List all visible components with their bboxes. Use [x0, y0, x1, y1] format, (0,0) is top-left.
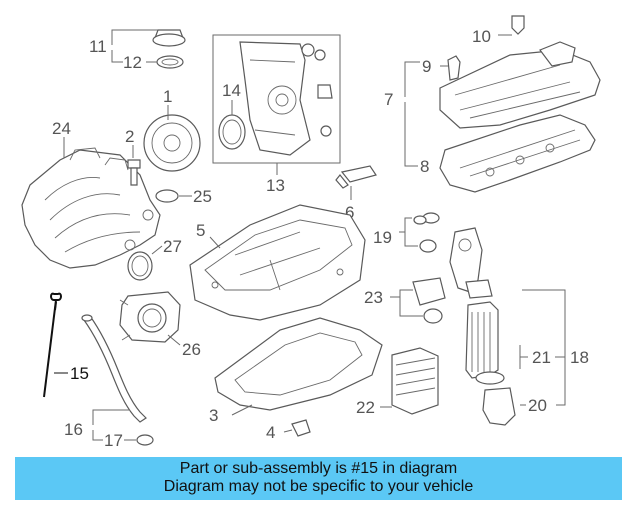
- callout-21: 21: [532, 348, 551, 367]
- callout-7: 7: [384, 90, 393, 109]
- sensor-part-6: [335, 165, 377, 200]
- upper-oil-pan-part: [189, 204, 366, 321]
- oil-cooler-part: [380, 347, 439, 415]
- valve-cover-part: [404, 15, 601, 193]
- info-banner: Part or sub-assembly is #15 in diagram D…: [15, 457, 622, 500]
- callout-27: 27: [163, 237, 182, 256]
- oil-filler-cap-part: [111, 29, 186, 69]
- lower-oil-pan-part: [214, 317, 383, 416]
- callout-22: 22: [356, 398, 375, 417]
- callout-19: 19: [373, 228, 392, 247]
- oil-dipstick-part-15: [43, 292, 68, 398]
- intake-manifold-part: [21, 137, 161, 269]
- gasket-part-23: [390, 277, 446, 324]
- callout-23: 23: [364, 288, 383, 307]
- gasket-part-27: [127, 245, 163, 281]
- banner-line-2: Diagram may not be specific to your vehi…: [163, 478, 474, 495]
- callout-26: 26: [182, 340, 201, 359]
- seal-ring-part-25: [155, 189, 192, 203]
- callout-3: 3: [209, 406, 218, 425]
- callout-8: 8: [420, 157, 429, 176]
- bolt-part-2: [127, 145, 141, 186]
- callout-11: 11: [89, 37, 107, 56]
- callout-24: 24: [52, 119, 71, 138]
- callout-14: 14: [222, 81, 241, 100]
- callout-1: 1: [163, 87, 172, 106]
- throttle-body-part: [119, 291, 181, 346]
- callout-20: 20: [528, 396, 547, 415]
- callout-6: 6: [345, 203, 354, 222]
- drain-plug-part: [283, 419, 311, 437]
- parts-diagram: 24 11 12 1 2 25 27: [21, 15, 601, 450]
- callout-10: 10: [472, 27, 491, 46]
- callout-13: 13: [266, 176, 285, 195]
- callout-18: 18: [570, 348, 589, 367]
- callout-5: 5: [196, 221, 205, 240]
- callout-12: 12: [123, 53, 142, 72]
- seals-part-19: [399, 212, 440, 253]
- dipstick-guide-tube-part: [81, 314, 154, 446]
- timing-cover-part: [212, 34, 341, 175]
- callout-17: 17: [104, 431, 123, 450]
- banner-line-1: Part or sub-assembly is #15 in diagram: [179, 460, 458, 477]
- crankshaft-pulley-part: [143, 105, 201, 172]
- callout-15: 15: [70, 364, 89, 383]
- oil-filter-housing-part: [449, 227, 566, 426]
- callout-9: 9: [422, 57, 431, 76]
- callout-16: 16: [64, 420, 83, 439]
- callout-25: 25: [193, 187, 212, 206]
- callout-4: 4: [266, 423, 275, 442]
- callout-2: 2: [125, 127, 134, 146]
